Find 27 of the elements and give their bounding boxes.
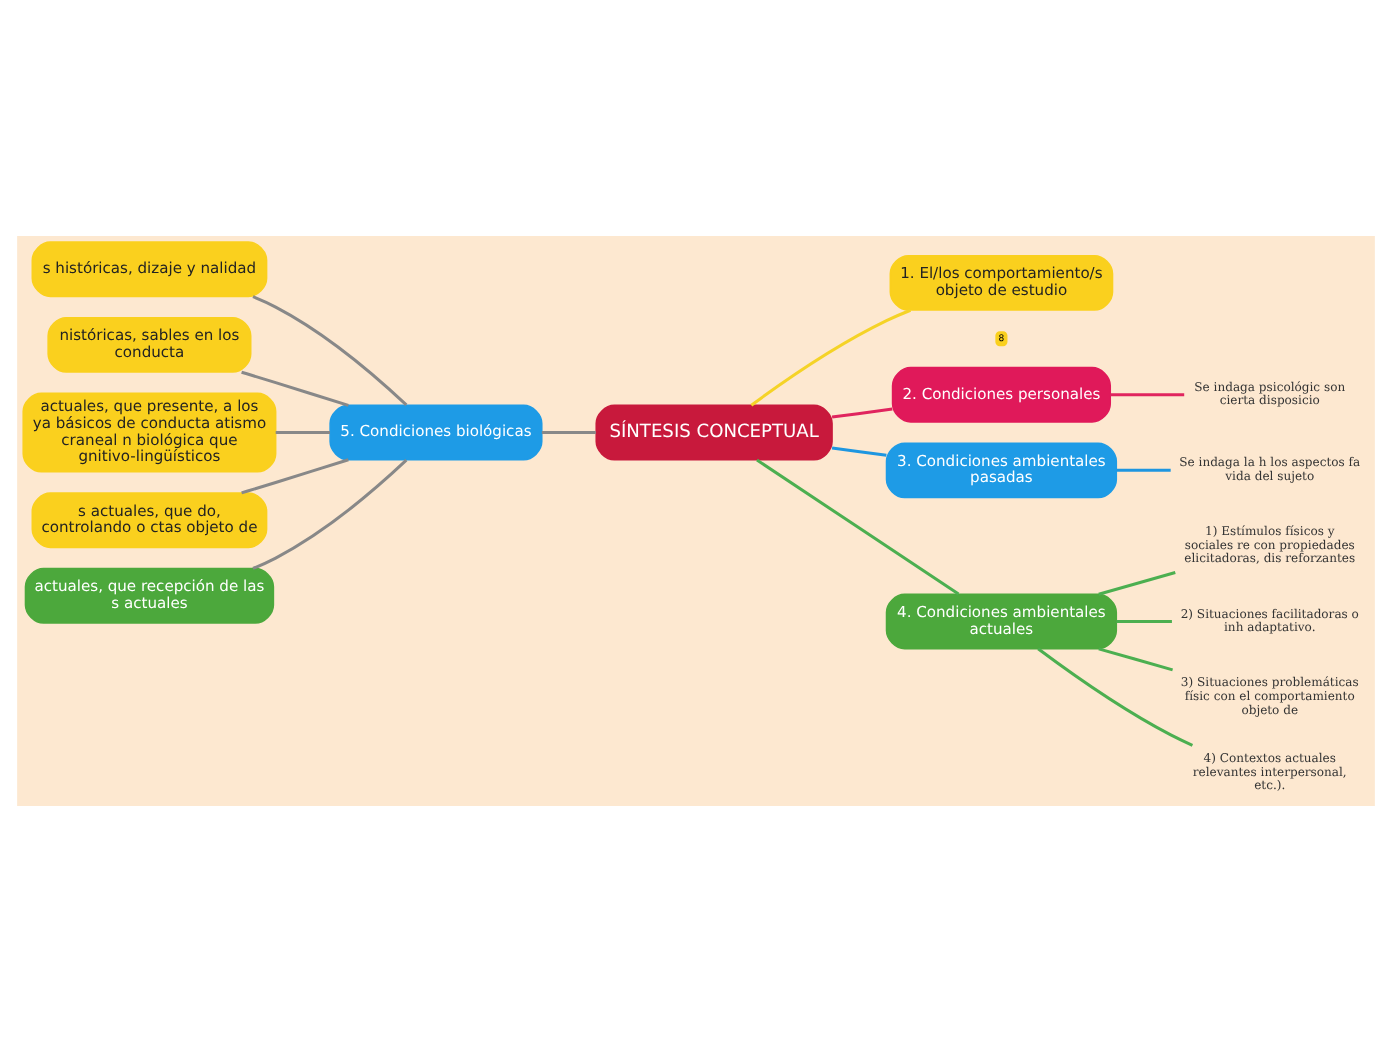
connector: [831, 406, 893, 418]
node-box: 4. Condiciones ambientales actuales: [885, 592, 1118, 649]
node-box: actuales, que recepción de las s actuales: [24, 566, 275, 623]
connector: [1110, 392, 1185, 396]
node-box: 2. Condiciones personales: [891, 365, 1112, 422]
node-box: s actuales, que do, controlando o ctas objeto de: [31, 491, 268, 548]
connector: [831, 445, 887, 456]
connector: [241, 457, 349, 494]
connector: [1037, 646, 1194, 746]
node-box: 5. Condiciones biológicas: [329, 403, 543, 460]
connector: [241, 369, 349, 406]
node-box: actuales, que presente, a los ya básicos de conducta atismo craneal n biológica que gnitivo-lingüísticos: [22, 391, 277, 472]
connector: [756, 457, 960, 595]
node-box: 1. El/los comportamiento/s objeto de estudio: [889, 253, 1114, 310]
connector: [1116, 467, 1171, 471]
node-box: 3. Condiciones ambientales pasadas: [885, 441, 1118, 498]
connector: [1116, 619, 1172, 623]
node-box: SÍNTESIS CONCEPTUAL: [595, 403, 833, 460]
connector: [275, 430, 330, 434]
connector: [252, 294, 408, 405]
connector: [750, 307, 912, 406]
node-box: s históricas, dizaje y nalidad: [31, 240, 268, 297]
connector: [541, 430, 596, 434]
connector: [252, 458, 408, 569]
connector: [1098, 646, 1174, 671]
node-box: nistóricas, sables en los conducta: [47, 315, 252, 372]
connector: [1098, 570, 1176, 595]
